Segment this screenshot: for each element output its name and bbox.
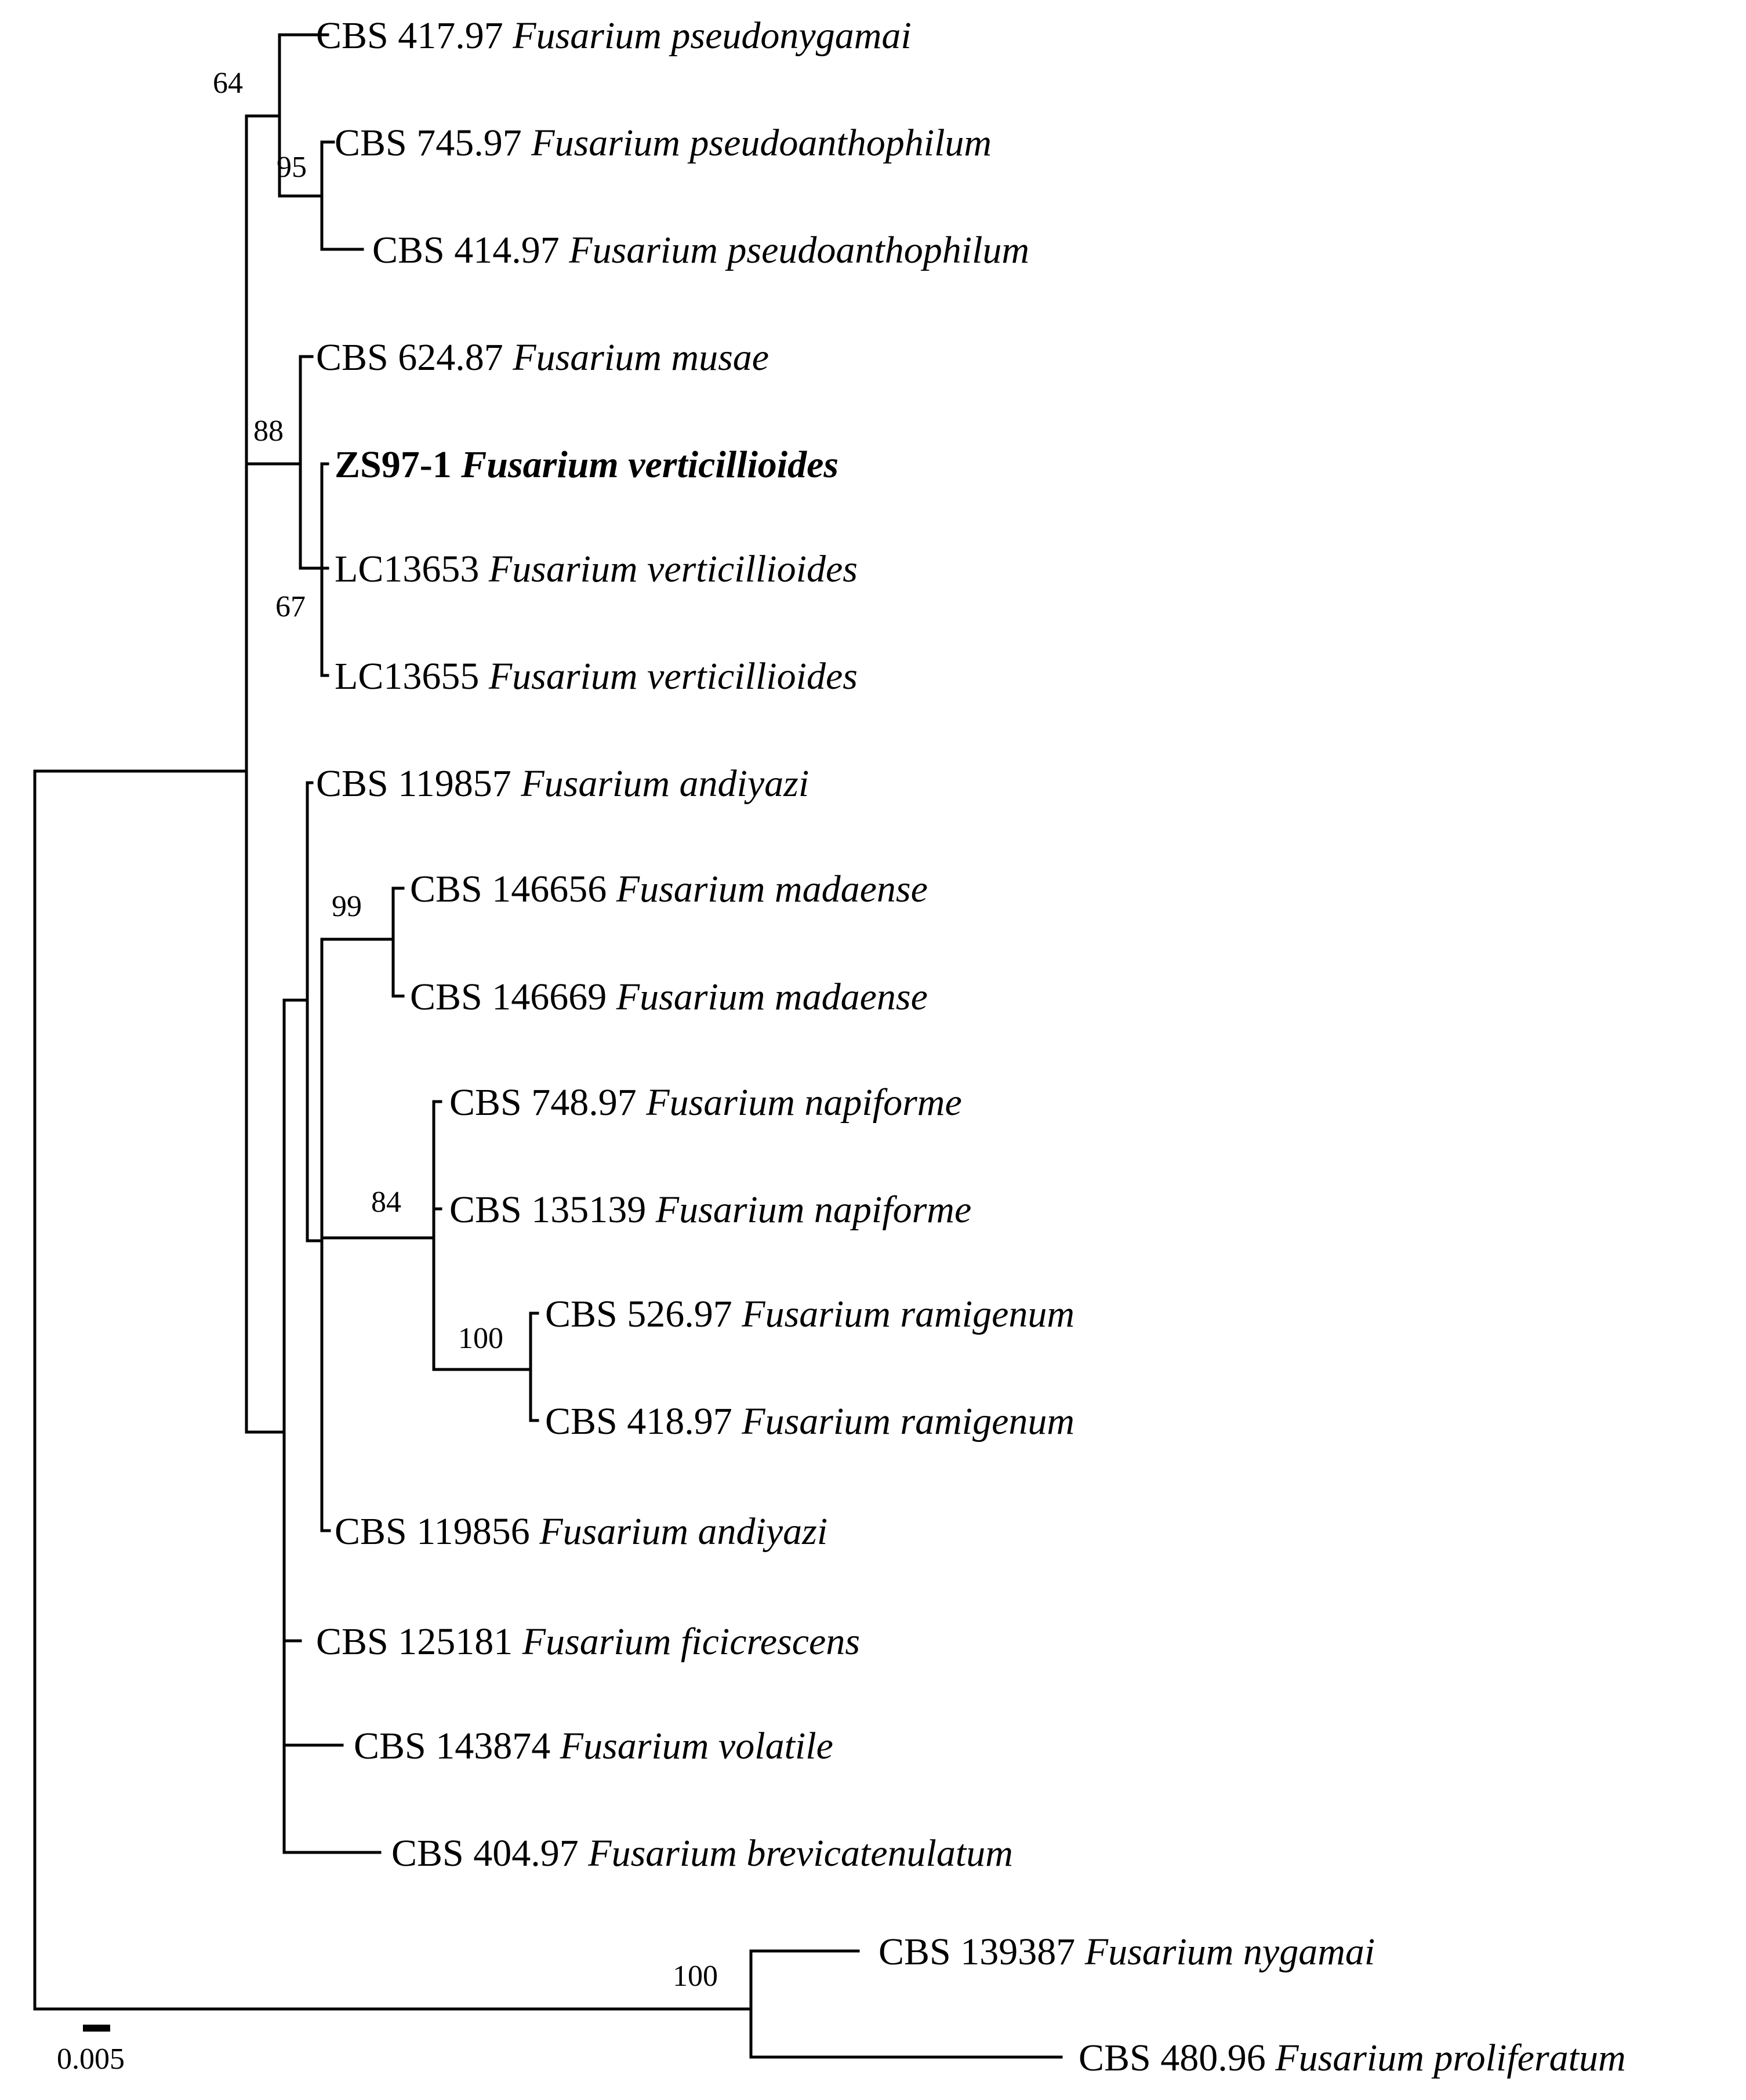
taxon-labels: CBS 417.97 Fusarium pseudonygamai CBS 74… — [316, 14, 1626, 2079]
support-values: 64 95 88 67 99 84 100 100 — [213, 67, 718, 1993]
taxon-label: CBS 624.87 Fusarium musae — [316, 336, 769, 379]
support-value: 84 — [371, 1186, 401, 1219]
taxon-label: CBS 146669 Fusarium madaense — [410, 976, 928, 1018]
support-value: 95 — [277, 151, 307, 184]
taxon-label: LC13655 Fusarium verticillioides — [335, 655, 858, 697]
taxon-label: CBS 480.96 Fusarium proliferatum — [1079, 2037, 1626, 2079]
taxon-label: CBS 119857 Fusarium andiyazi — [316, 762, 809, 805]
taxon-label: CBS 748.97 Fusarium napiforme — [449, 1081, 962, 1124]
taxon-label: LC13653 Fusarium verticillioides — [335, 548, 858, 590]
support-value: 67 — [275, 590, 306, 623]
taxon-label: CBS 745.97 Fusarium pseudoanthophilum — [335, 122, 992, 164]
taxon-label: CBS 146656 Fusarium madaense — [410, 868, 928, 910]
taxon-label: CBS 417.97 Fusarium pseudonygamai — [316, 14, 912, 57]
taxon-label: CBS 125181 Fusarium ficicrescens — [316, 1621, 860, 1663]
taxon-label: CBS 404.97 Fusarium brevicatenulatum — [391, 1832, 1013, 1874]
support-value: 100 — [673, 1960, 718, 1993]
tree-branches — [33, 33, 1063, 2059]
taxon-label: CBS 135139 Fusarium napiforme — [449, 1189, 971, 1231]
taxon-label: ZS97-1 Fusarium verticillioides — [335, 444, 838, 486]
taxon-label: CBS 526.97 Fusarium ramigenum — [545, 1293, 1075, 1335]
support-value: 88 — [253, 415, 284, 448]
taxon-label: CBS 119856 Fusarium andiyazi — [335, 1510, 827, 1553]
scale-bar-label: 0.005 — [57, 2043, 125, 2076]
taxon-label: CBS 143874 Fusarium volatile — [354, 1725, 833, 1767]
taxon-label: CBS 414.97 Fusarium pseudoanthophilum — [372, 229, 1029, 271]
taxon-label: CBS 418.97 Fusarium ramigenum — [545, 1400, 1075, 1443]
support-value: 99 — [332, 890, 362, 923]
taxon-label: CBS 139387 Fusarium nygamai — [879, 1931, 1375, 1973]
scale-bar: 0.005 — [57, 2025, 125, 2076]
support-value: 64 — [213, 67, 243, 100]
support-value: 100 — [458, 1322, 503, 1355]
